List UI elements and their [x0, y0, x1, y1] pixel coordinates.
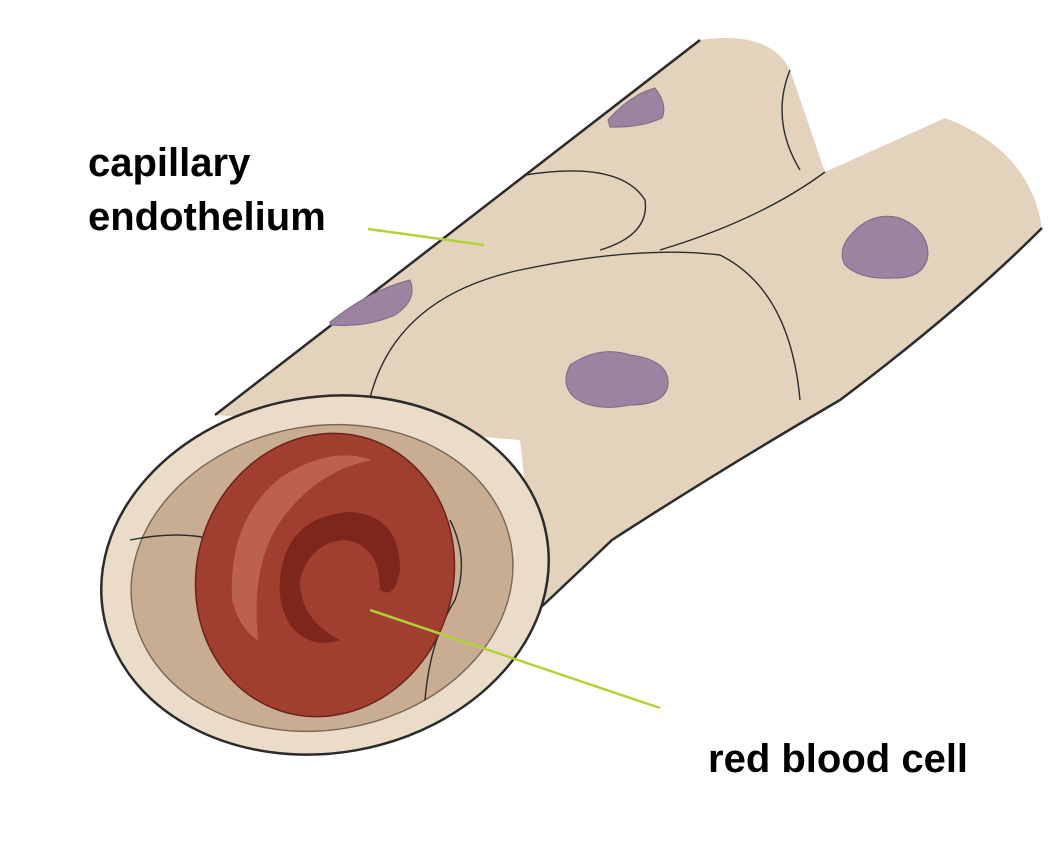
cell-boundary	[781, 69, 801, 171]
capillary-endothelium-label: capillary endothelium	[88, 136, 326, 244]
endothelial-cell-nucleus	[329, 279, 413, 327]
rbc-leader-line	[369, 608, 661, 710]
red-blood-cell-highlight	[231, 455, 372, 640]
capillary-leader-line	[367, 227, 485, 247]
red-blood-cell-center	[279, 512, 400, 643]
red-blood-cell-label: red blood cell	[708, 737, 969, 781]
cell-boundary	[524, 170, 647, 251]
cell-boundary	[659, 171, 826, 251]
capillary-label-line2: endothelium	[88, 195, 326, 239]
capillary-wall	[215, 38, 1042, 610]
endothelial-cell-nucleus	[841, 215, 929, 279]
endothelial-cell-nucleus	[607, 87, 665, 128]
lumen-cell-boundary	[424, 519, 463, 701]
capillary-label-line1: capillary	[88, 141, 251, 185]
capillary-right-edge	[537, 227, 1043, 611]
capillary-upper-edge	[214, 39, 701, 416]
endothelial-cell-nucleus	[565, 351, 669, 408]
cell-boundary	[364, 251, 801, 426]
